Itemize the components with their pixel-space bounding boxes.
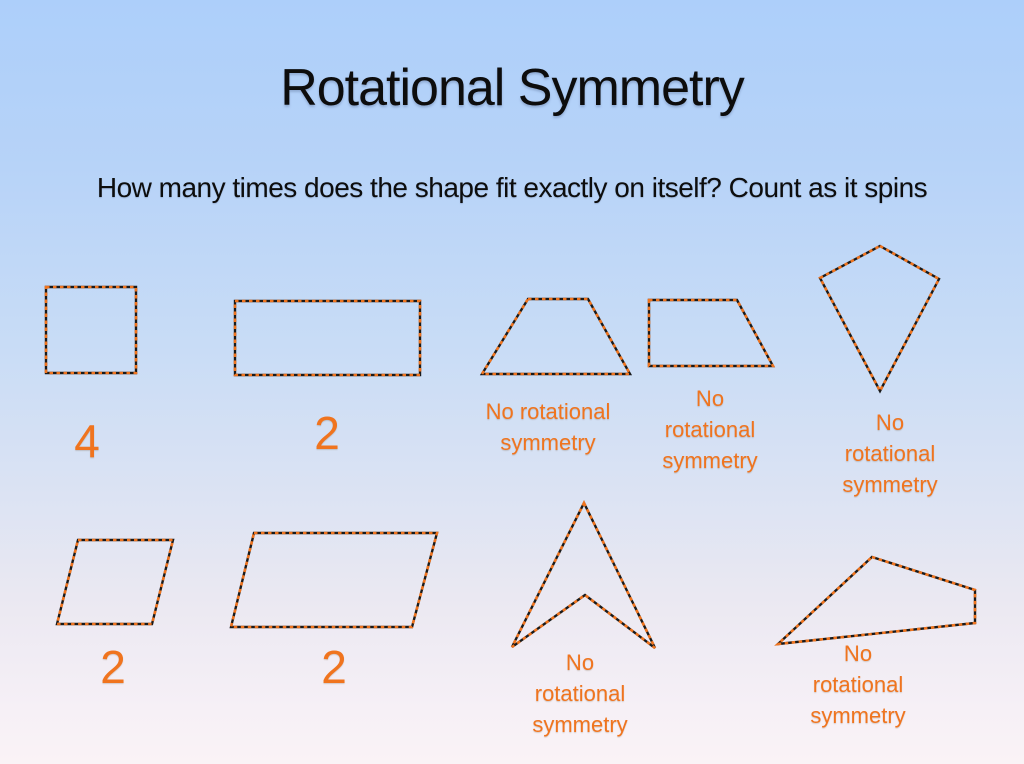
answer-square: 4 [74, 415, 100, 467]
shape-isosceles-trapezoid [479, 297, 633, 376]
shape-parallelogram-wide [229, 531, 439, 629]
answer-parallelogram-wide: 2 [321, 641, 347, 693]
answer-kite: No rotational symmetry [842, 410, 938, 498]
shape-arrowhead [510, 500, 657, 650]
answer-arrowhead: No rotational symmetry [532, 650, 628, 738]
shape-square [44, 285, 138, 375]
shape-parallelogram-small [55, 538, 175, 626]
answer-isosceles-trapezoid: No rotational symmetry [485, 399, 611, 456]
answer-parallelogram-small: 2 [100, 641, 126, 693]
answer-right-trapezoid: No rotational symmetry [662, 386, 758, 474]
answer-rectangle: 2 [314, 407, 340, 459]
shape-rectangle [233, 299, 422, 377]
page-title: Rotational Symmetry [280, 59, 745, 117]
shape-kite [818, 244, 941, 394]
shape-irregular-quadrilateral [774, 555, 977, 646]
page-subtitle: How many times does the shape fit exactl… [96, 172, 928, 203]
answer-irregular-quadrilateral: No rotational symmetry [810, 641, 906, 729]
shape-right-trapezoid [647, 298, 776, 368]
